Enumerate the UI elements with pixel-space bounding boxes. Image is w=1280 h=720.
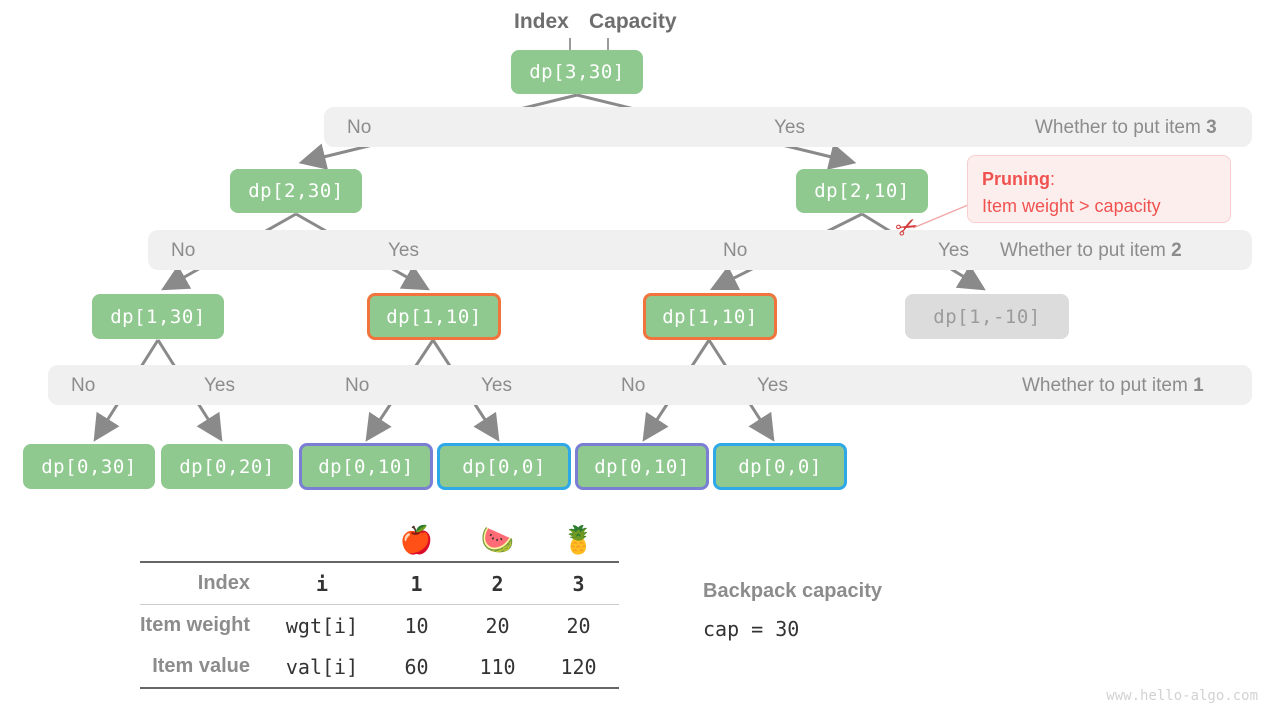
- table-emoji-row: 🍎 🍉 🍍: [140, 520, 619, 562]
- pruning-detail: Item weight > capacity: [982, 196, 1161, 216]
- decision-band-item2: [148, 230, 1252, 270]
- band3-decision-no: No: [347, 117, 372, 138]
- tree-leaf-1[interactable]: dp[0,30]: [23, 444, 155, 489]
- pruning-callout: Pruning: Item weight > capacity: [967, 155, 1231, 223]
- band2-decision-yes-2: Yes: [938, 240, 969, 261]
- tree-node-l1-no[interactable]: dp[2,30]: [230, 169, 362, 213]
- band1-decision-yes-1: Yes: [204, 375, 235, 396]
- tree-leaf-4[interactable]: dp[0,0]: [437, 443, 571, 490]
- band1-decision-no-1: No: [71, 375, 96, 396]
- tree-node-l1-yes[interactable]: dp[2,10]: [796, 169, 928, 213]
- tree-leaf-2[interactable]: dp[0,20]: [161, 444, 293, 489]
- band1-decision-no-3: No: [621, 375, 646, 396]
- item-icon-watermelon: 🍉: [480, 525, 515, 555]
- tree-node-root[interactable]: dp[3,30]: [511, 50, 643, 94]
- backpack-capacity-value: cap = 30: [703, 617, 800, 641]
- item-icon-pineapple: 🍍: [561, 525, 596, 555]
- band2-right-item: 2: [1171, 240, 1182, 261]
- band1-decision-yes-3: Yes: [757, 375, 788, 396]
- band1-right-prefix: Whether to put item: [1022, 375, 1194, 396]
- band2-right-label: Whether to put item 2: [1000, 240, 1182, 262]
- item-icon-apple: 🍎: [399, 525, 434, 555]
- band2-decision-yes-1: Yes: [388, 240, 419, 261]
- value-value-3: 120: [538, 646, 620, 689]
- table-row-value: Item value val[i] 60 110 120: [140, 646, 620, 689]
- decision-band-item1: [48, 365, 1252, 405]
- row-label-index: Index: [140, 561, 269, 605]
- tree-node-l2-3[interactable]: dp[1,10]: [643, 293, 777, 340]
- row-key-weight: wgt[i]: [268, 604, 377, 646]
- weight-value-1: 10: [376, 604, 458, 646]
- row-label-value: Item value: [140, 646, 269, 689]
- tree-node-l2-2[interactable]: dp[1,10]: [367, 293, 501, 340]
- pruning-colon: :: [1050, 169, 1056, 189]
- weight-value-3: 20: [538, 604, 620, 646]
- band1-right-label: Whether to put item 1: [1022, 375, 1204, 397]
- pruning-title-line: Pruning:: [982, 166, 1216, 193]
- band2-right-prefix: Whether to put item: [1000, 240, 1172, 261]
- header-index-label: Index: [514, 10, 569, 33]
- value-value-1: 60: [376, 646, 458, 689]
- tree-leaf-6[interactable]: dp[0,0]: [713, 443, 847, 490]
- band1-decision-no-2: No: [345, 375, 370, 396]
- backpack-capacity-title: Backpack capacity: [703, 580, 883, 602]
- band3-right-prefix: Whether to put item: [1035, 117, 1207, 138]
- row-label-weight: Item weight: [140, 604, 269, 646]
- row-key-value: val[i]: [268, 646, 377, 689]
- index-value-1: 1: [376, 561, 458, 605]
- tree-leaf-5[interactable]: dp[0,10]: [575, 443, 709, 490]
- weight-value-2: 20: [457, 604, 539, 646]
- decision-band-item3: [324, 107, 1252, 147]
- header-capacity-label: Capacity: [589, 10, 677, 33]
- tree-node-l2-4-pruned[interactable]: dp[1,-10]: [905, 294, 1069, 339]
- tree-leaf-3[interactable]: dp[0,10]: [299, 443, 433, 490]
- band3-decision-yes: Yes: [774, 117, 805, 138]
- table-row-index: Index i 1 2 3: [140, 561, 620, 605]
- band3-right-item: 3: [1206, 117, 1217, 138]
- items-table: 🍎 🍉 🍍 Index i 1 2 3 Item weight wgt[i] 1…: [140, 520, 620, 689]
- table-row-weight: Item weight wgt[i] 10 20 20: [140, 604, 620, 646]
- index-value-2: 2: [457, 561, 539, 605]
- watermark: www.hello-algo.com: [1106, 688, 1258, 704]
- row-key-index: i: [268, 561, 377, 605]
- pruning-title: Pruning: [982, 169, 1050, 189]
- value-value-2: 110: [457, 646, 539, 689]
- band1-right-item: 1: [1193, 375, 1204, 396]
- band1-decision-yes-2: Yes: [481, 375, 512, 396]
- band2-decision-no-2: No: [723, 240, 748, 261]
- band2-decision-no-1: No: [171, 240, 196, 261]
- index-value-3: 3: [538, 561, 620, 605]
- band3-right-label: Whether to put item 3: [1035, 117, 1217, 139]
- tree-node-l2-1[interactable]: dp[1,30]: [92, 294, 224, 339]
